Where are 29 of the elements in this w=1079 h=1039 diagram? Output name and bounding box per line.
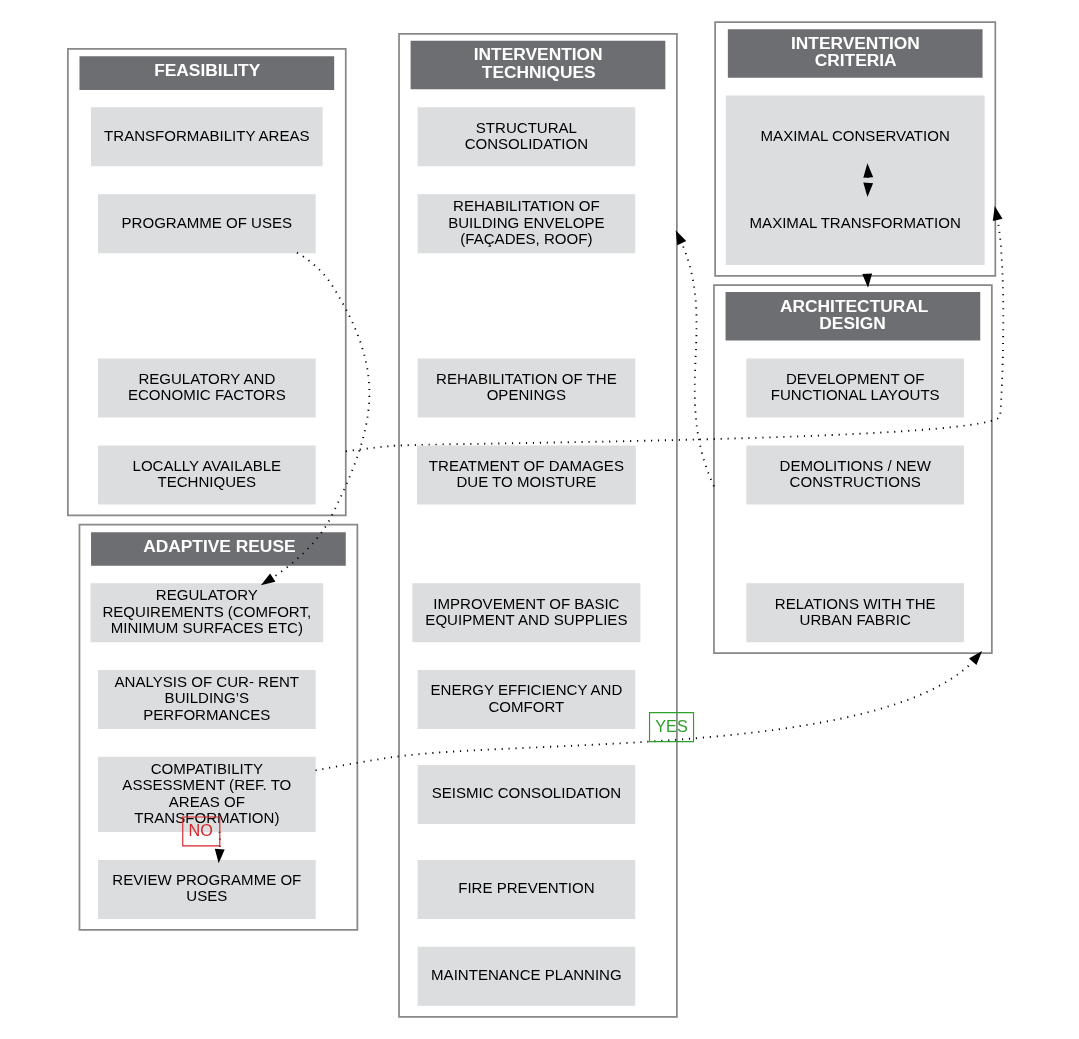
node-box: STRUCTURAL CONSOLIDATION [417,107,636,167]
node-box: FIRE PREVENTION [417,859,636,919]
node-box: DEMOLITIONS / NEW CONSTRUCTIONS [746,445,965,505]
node-box: REVIEW PROGRAMME OF USES [98,859,316,919]
node-box: TRANSFORMABILITY AREAS [91,107,323,167]
node-box: ENERGY EFFICIENCY AND COMFORT [417,670,636,730]
arrow [863,163,874,197]
node-box: REHABILITATION OF BUILDING ENVELOPE (FAÇADES, ROOF) [417,194,636,254]
cluster [725,95,985,266]
arrow [314,651,983,772]
node-box: RELATIONS WITH THE URBAN FABRIC [746,583,965,643]
arrow [214,830,225,864]
node-text: MAXIMAL TRANSFORMATION [749,213,961,231]
node-box: TREATMENT OF DAMAGES DUE TO MOISTURE [417,445,636,505]
node-box: IMPROVEMENT OF BASIC EQUIPMENT AND SUPPLIES [412,583,641,643]
edge-label: YES [655,716,688,735]
node-box: MAINTENANCE PLANNING [417,946,636,1006]
node-box: REGULATORY AND ECONOMIC FACTORS [98,358,316,418]
node-box: DEVELOPMENT OF FUNCTIONAL LAYOUTS [746,358,965,418]
node-box: PROGRAMME OF USES [98,194,316,254]
arrow [260,251,371,586]
arrow [344,206,1005,453]
node-box: ANALYSIS OF CUR- RENT BUILDING’S PERFORMANCES [98,670,316,730]
node-box: SEISMIC CONSOLIDATION [417,764,636,824]
node-text: MAXIMAL CONSERVATION [760,126,950,144]
arrow [675,230,715,488]
node-box: REGULATORY REQUIREMENTS (COMFORT, MINIMUM SURFACES ETC) [90,583,324,643]
node-box: REHABILITATION OF THE OPENINGS [417,358,636,418]
node-box: LOCALLY AVAILABLE TECHNIQUES [98,445,316,505]
